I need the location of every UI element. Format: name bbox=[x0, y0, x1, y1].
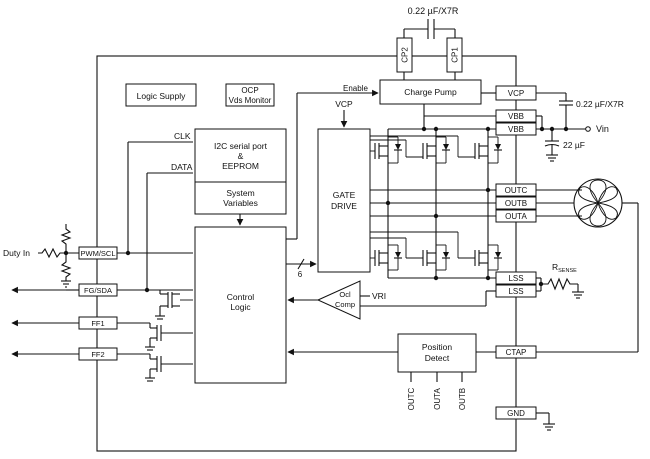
ocl-label-1: Ocl bbox=[339, 290, 351, 299]
duty-in-label: Duty In bbox=[3, 248, 30, 258]
vcp-external-cap bbox=[536, 92, 573, 129]
outc-pin-label: OUTC bbox=[505, 186, 528, 195]
gate-drive-block bbox=[317, 128, 371, 273]
charge-pump-block bbox=[379, 79, 482, 105]
vin-label: Vin bbox=[596, 124, 609, 134]
rsense-label: RSENSE bbox=[552, 262, 577, 274]
cp-capacitor bbox=[403, 19, 456, 80]
outa-pin-label: OUTA bbox=[505, 212, 527, 221]
motor-icon bbox=[573, 178, 623, 228]
cap-top-label: 0.22 µF/X7R bbox=[408, 6, 459, 16]
pulldown-resistor bbox=[60, 253, 72, 281]
ocp-label-1: OCP bbox=[241, 86, 258, 95]
clk-label: CLK bbox=[174, 131, 191, 141]
bus-width-label: 6 bbox=[298, 270, 303, 279]
cp1-pin bbox=[446, 37, 463, 73]
vbb1-pin-label: VBB bbox=[508, 112, 524, 121]
cap-right-label: 0.22 µF/X7R bbox=[576, 99, 624, 109]
i2c-block bbox=[194, 128, 287, 183]
gnd-pin-label: GND bbox=[507, 409, 525, 418]
ocp-block bbox=[225, 83, 275, 107]
power-stage bbox=[370, 104, 502, 281]
lss2-pin-label: LSS bbox=[508, 287, 523, 296]
gnd-ground bbox=[536, 412, 555, 431]
outb-pin-label: OUTB bbox=[505, 199, 527, 208]
ocl-comparator bbox=[316, 280, 361, 320]
rsense-ground bbox=[572, 284, 584, 299]
ctap-pin-label: CTAP bbox=[506, 348, 527, 357]
gate-drive-label-1: GATE bbox=[333, 190, 356, 200]
vcp-top-label: VCP bbox=[335, 99, 353, 109]
fg-sda-label: FG/SDA bbox=[84, 286, 112, 295]
vbb-22uf-cap bbox=[544, 129, 560, 162]
sysvar-label-2: Variables bbox=[223, 198, 258, 208]
cp2-pin bbox=[396, 37, 413, 73]
ocp-label-2: Vds Monitor bbox=[229, 96, 272, 105]
pd-outc-label: OUTC bbox=[407, 387, 416, 410]
open-drain-fets bbox=[145, 290, 193, 382]
vri-label: VRI bbox=[372, 291, 386, 301]
i2c-label-3: EEPROM bbox=[222, 161, 259, 171]
sysvar-label-1: System bbox=[226, 188, 254, 198]
enable-label: Enable bbox=[343, 84, 368, 93]
data-label: DATA bbox=[171, 162, 193, 172]
logic-supply-label: Logic Supply bbox=[137, 91, 186, 101]
vcp-pin-label: VCP bbox=[508, 89, 524, 98]
rsense-resistor bbox=[541, 277, 578, 291]
high-side-fets bbox=[374, 136, 502, 164]
cp2-label: CP2 bbox=[401, 47, 410, 63]
position-label-1: Position bbox=[422, 342, 453, 352]
ocl-label-2: Comp bbox=[335, 300, 355, 309]
control-label-1: Control bbox=[227, 292, 255, 302]
ff2-label: FF2 bbox=[91, 350, 104, 359]
position-label-2: Detect bbox=[425, 353, 450, 363]
vin-terminal bbox=[585, 126, 591, 132]
gate-drive-label-2: DRIVE bbox=[331, 201, 357, 211]
pwm-scl-label: PWM/SCL bbox=[80, 249, 115, 258]
vbb2-pin-label: VBB bbox=[508, 125, 524, 134]
lss1-pin-label: LSS bbox=[508, 274, 523, 283]
duty-in-resistor bbox=[38, 247, 79, 259]
control-logic-block bbox=[194, 226, 287, 384]
system-variables-block bbox=[194, 181, 287, 215]
i2c-label-1: I2C serial port bbox=[214, 141, 268, 151]
cp1-label: CP1 bbox=[451, 47, 460, 63]
logic-supply-block bbox=[125, 83, 197, 107]
cap-22-label: 22 µF bbox=[563, 140, 585, 150]
pd-outb-label: OUTB bbox=[458, 388, 467, 410]
pullup-resistor bbox=[60, 224, 72, 253]
charge-pump-label: Charge Pump bbox=[404, 87, 457, 97]
i2c-label-2: & bbox=[238, 151, 244, 161]
pd-outa-label: OUTA bbox=[433, 388, 442, 410]
ff1-label: FF1 bbox=[91, 319, 104, 328]
control-label-2: Logic bbox=[230, 302, 251, 312]
low-side-fets bbox=[374, 244, 502, 271]
